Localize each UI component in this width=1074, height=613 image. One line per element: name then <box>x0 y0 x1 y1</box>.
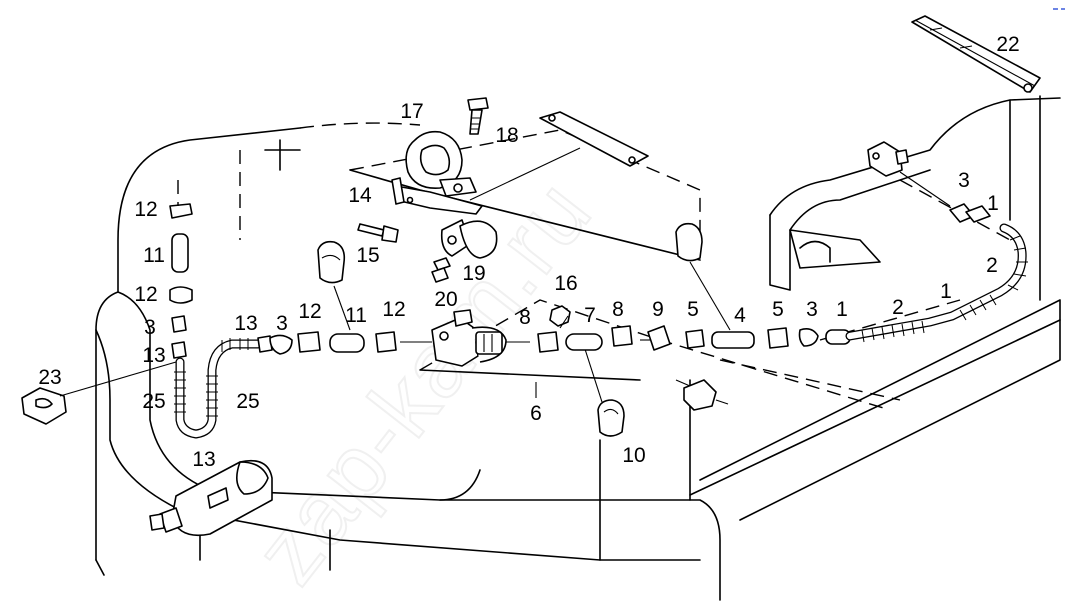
part-14-bracket <box>391 177 483 215</box>
callout-c8b: 8 <box>612 298 624 321</box>
callout-c22: 22 <box>996 33 1019 56</box>
callout-c2a: 2 <box>986 254 998 277</box>
plate-hole-b <box>628 156 636 164</box>
part-18-bolt <box>467 97 489 135</box>
callout-c3d: 3 <box>144 316 156 339</box>
valve-bottom <box>675 379 729 411</box>
callout-c2b: 2 <box>892 296 904 319</box>
callout-c14: 14 <box>348 184 372 207</box>
callout-c19: 19 <box>462 262 485 285</box>
leader-4 <box>689 261 731 331</box>
callout-c12c: 12 <box>298 300 321 323</box>
callout-c13a: 13 <box>234 312 257 335</box>
leader-16 <box>559 315 569 329</box>
callout-c1b: 1 <box>940 280 952 303</box>
fuel-line-middle <box>537 325 851 353</box>
callout-c9: 9 <box>652 298 664 321</box>
callout-c15: 15 <box>356 244 379 267</box>
part-10-rubber <box>597 399 625 437</box>
leader-11 <box>333 285 351 331</box>
leader-3-top <box>899 171 951 207</box>
leader-10 <box>583 345 603 403</box>
callout-c5a: 5 <box>687 298 699 321</box>
part-20-fuel-pump <box>400 309 530 367</box>
part-19-mount <box>431 219 498 283</box>
callout-c12a: 12 <box>134 198 157 221</box>
callout-c25a: 25 <box>142 390 165 413</box>
callout-c7: 7 <box>584 304 596 327</box>
callout-c1c: 1 <box>836 298 848 321</box>
callout-c1a: 1 <box>987 192 999 215</box>
part-16-nut <box>549 305 571 327</box>
callout-c11a: 11 <box>143 244 165 267</box>
rubber-upper <box>675 222 703 262</box>
fuel-line-left <box>269 331 397 355</box>
hoses-25 <box>174 335 273 439</box>
callout-c5b: 5 <box>772 298 784 321</box>
sender-unit <box>867 141 909 177</box>
callout-c23: 23 <box>38 366 61 389</box>
callout-c12b: 12 <box>134 283 157 306</box>
plate-hole-a <box>548 114 556 122</box>
callout-c18: 18 <box>495 124 518 147</box>
callout-c8a: 8 <box>519 306 531 329</box>
callout-c11b: 11 <box>345 304 367 327</box>
callout-c3c: 3 <box>806 298 818 321</box>
callout-c6: 6 <box>530 402 542 425</box>
part-22-strap <box>911 15 1041 93</box>
callout-c3b: 3 <box>276 312 288 335</box>
watermark-text: zap-kam.ru <box>235 161 611 602</box>
part-23-block <box>21 387 67 425</box>
callout-c20: 20 <box>434 288 457 311</box>
callout-c10: 10 <box>622 444 645 467</box>
callout-c13c: 13 <box>192 448 215 471</box>
part-plate-upper <box>539 111 649 167</box>
callout-c17: 17 <box>400 100 423 123</box>
hose-2-right <box>845 203 1028 343</box>
callout-c16: 16 <box>554 272 577 295</box>
left-fitting-stack <box>169 203 193 359</box>
leader-23 <box>59 361 177 397</box>
vehicle-body-outline <box>95 122 1061 601</box>
part-17-clamp <box>405 130 477 197</box>
heater-unit <box>149 459 273 537</box>
callout-c3a: 3 <box>958 169 970 192</box>
leader-plate <box>469 147 581 201</box>
callout-c12d: 12 <box>382 298 405 321</box>
corner-mark <box>1053 8 1065 10</box>
callout-c13b: 13 <box>142 344 165 367</box>
callout-c25b: 25 <box>236 390 259 413</box>
fuel-tank-outline <box>719 95 1061 401</box>
rubber-cushion-left <box>317 240 346 284</box>
callout-c4: 4 <box>734 304 746 327</box>
part-15-screw <box>357 223 399 243</box>
